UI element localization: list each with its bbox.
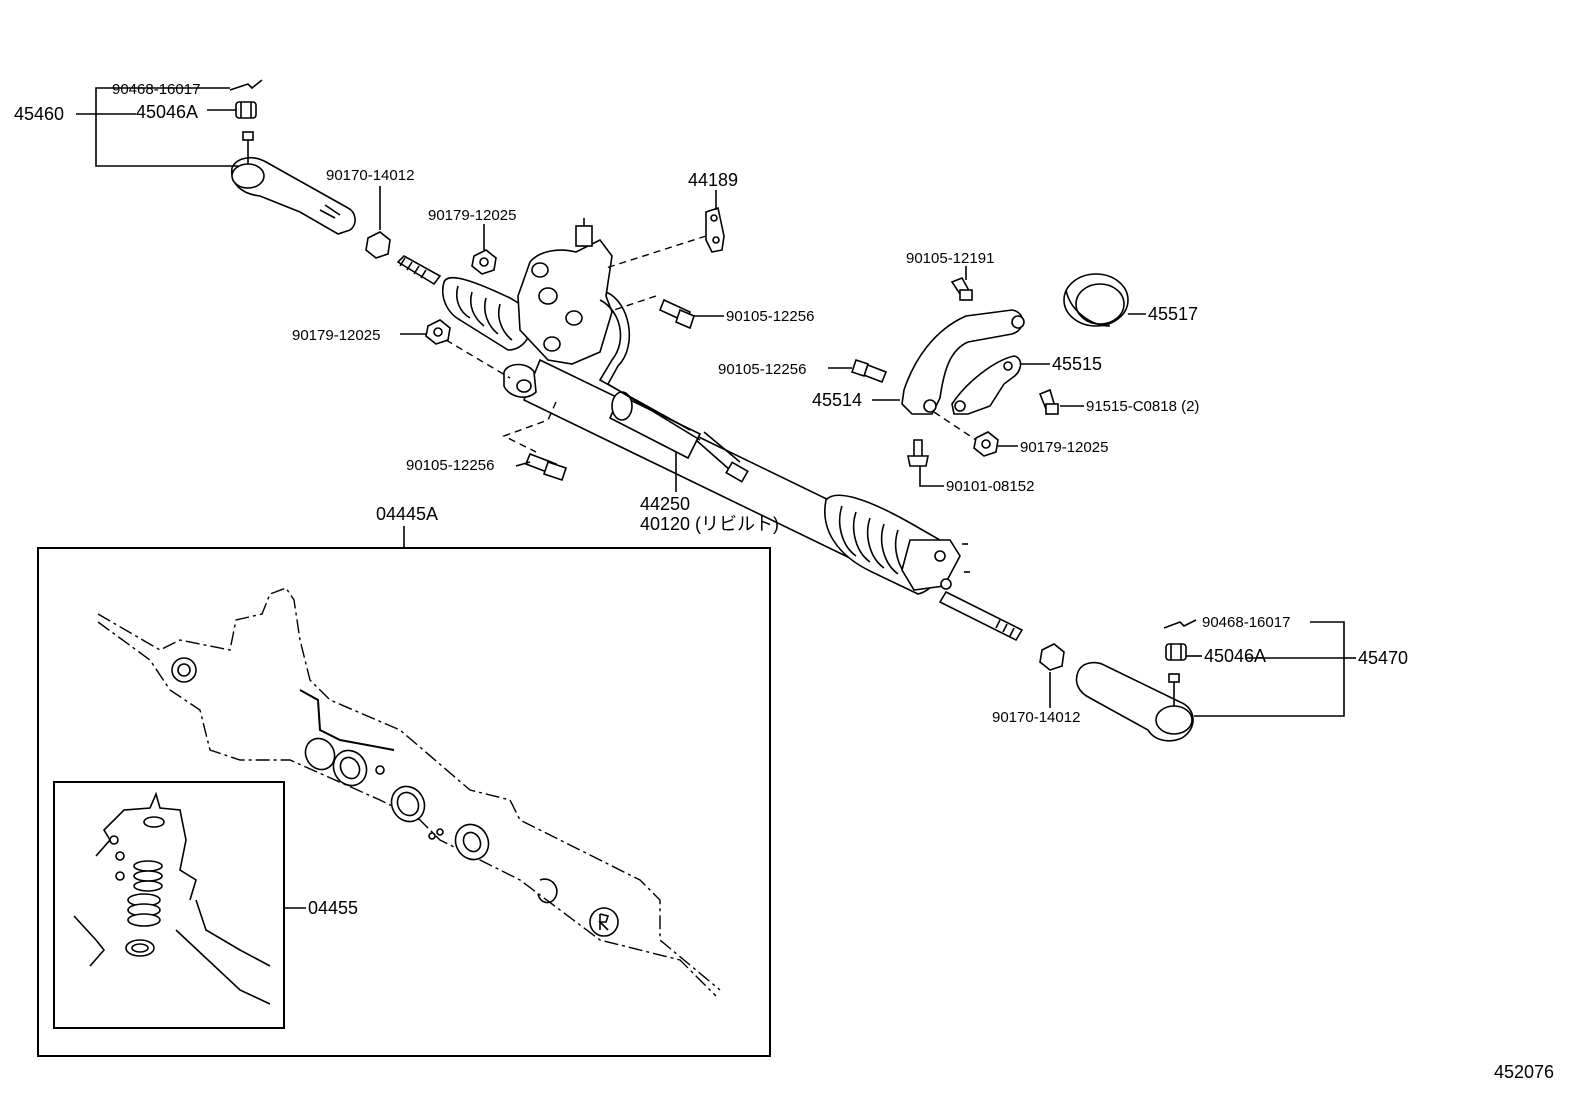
bolt-91515[interactable] (1038, 388, 1059, 416)
right-cotter-pin[interactable] (1163, 619, 1197, 629)
label-bolt-90105-12191: 90105-12191 (906, 250, 994, 267)
label-bracket-45514: 45514 (812, 390, 862, 410)
left-castle-nut[interactable] (235, 101, 257, 119)
pinion-valve-housing[interactable] (503, 218, 749, 483)
seal-kit-outline (73, 791, 271, 1005)
label-right-cotter-pin: 90468-16017 (1202, 614, 1290, 631)
upper-nut[interactable] (471, 249, 497, 275)
label-bolt-91515: 91515-C0818 (2) (1086, 398, 1199, 415)
seal-kit-box (53, 781, 285, 1029)
left-cotter-pin[interactable] (229, 79, 263, 91)
label-gear-assy-rebuilt: 40120 (リビルト) (640, 514, 779, 534)
lower-left-nut[interactable] (425, 319, 451, 345)
rack-housing[interactable] (396, 255, 1024, 642)
right-lock-nut[interactable] (1039, 643, 1065, 671)
bracket-45514[interactable] (901, 309, 1025, 415)
label-nut-right-bracket: 90179-12025 (1020, 439, 1108, 456)
label-gear-assy: 44250 (640, 494, 690, 514)
bolt-mid-right[interactable] (850, 358, 888, 384)
label-upper-bolt: 90105-12256 (726, 308, 814, 325)
label-lower-left-nut: 90179-12025 (292, 327, 380, 344)
right-tie-rod-end[interactable] (1075, 661, 1194, 742)
bolt-90105-12191[interactable] (950, 276, 974, 302)
label-right-nut: 45046A (1204, 646, 1266, 666)
label-bracket-44189: 44189 (688, 170, 738, 190)
nut-right-bracket[interactable] (973, 431, 999, 457)
lower-bolt[interactable] (524, 452, 568, 482)
label-left-lock-nut: 90170-14012 (326, 167, 414, 184)
label-bracket-45515: 45515 (1052, 354, 1102, 374)
label-bolt-90101: 90101-08152 (946, 478, 1034, 495)
label-left-cotter-pin: 90468-16017 (112, 81, 200, 98)
diagram-id: 452076 (1494, 1062, 1554, 1082)
label-upper-nut: 90179-12025 (428, 207, 516, 224)
label-lower-bolt: 90105-12256 (406, 457, 494, 474)
left-lock-nut[interactable] (365, 231, 391, 259)
label-bolt-mid-right: 90105-12256 (718, 361, 806, 378)
upper-bolt[interactable] (658, 298, 695, 330)
label-bushing-45517: 45517 (1148, 304, 1198, 324)
left-tie-rod-end[interactable] (231, 131, 356, 235)
bushing-45517[interactable] (1063, 273, 1129, 327)
label-left-tie-rod-assy: 45460 (14, 104, 64, 124)
label-right-lock-nut: 90170-14012 (992, 709, 1080, 726)
label-gasket-kit: 04445A (376, 504, 438, 524)
label-right-tie-rod-assy: 45470 (1358, 648, 1408, 668)
label-left-nut: 45046A (136, 102, 198, 122)
bolt-90101[interactable] (907, 439, 929, 467)
gasket-kit-housing-outline (97, 587, 721, 997)
label-seal-kit: 04455 (308, 898, 358, 918)
right-castle-nut[interactable] (1165, 643, 1187, 661)
bracket-44189[interactable] (705, 206, 725, 253)
bracket-45515[interactable] (951, 355, 1022, 415)
